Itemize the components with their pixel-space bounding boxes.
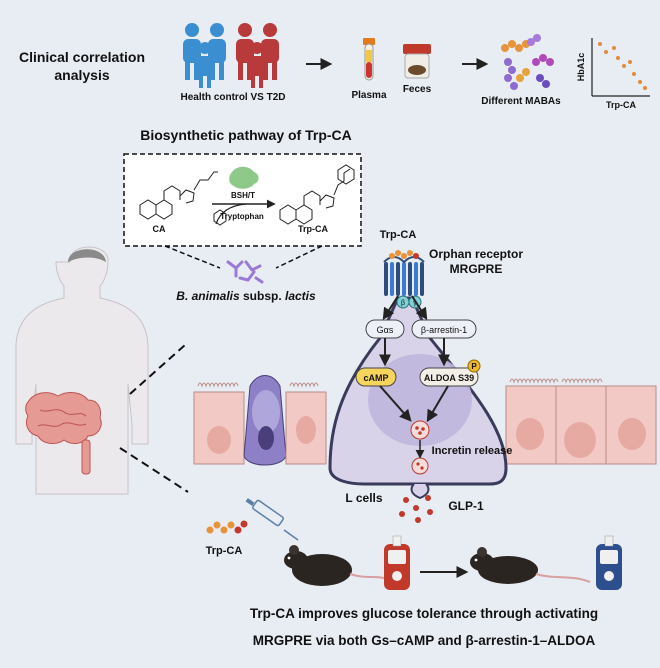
epithelium-middle-left [285,382,327,465]
incretin-label: Incretin release [432,445,513,457]
tryptophan-label: Tryptophan [220,212,264,221]
mabas-molecules-icon [501,34,554,90]
camp-node [355,367,397,387]
trp-ca-product-label: Trp-CA [298,224,328,234]
glucometer-right-icon [596,535,622,590]
mouse-right-icon [470,547,591,584]
g-gamma-label: γ [413,300,417,307]
trp-ca-molecule-icon [206,520,248,534]
syringe-icon [245,498,299,541]
trp-ca-structure-icon [279,164,355,225]
goblet-cell [243,375,287,466]
conclusion-line2: MRGPRE via both Gs–cAMP and β-arrestin-1… [253,633,596,648]
barrestin-label: β-arrestin-1 [421,325,467,335]
pathway-title: Biosynthetic pathway of Trp-CA [140,127,352,143]
conclusion-line1: Trp-CA improves glucose tolerance throug… [250,606,598,621]
ca-structure-icon [139,171,218,220]
health-vs-t2d-label: Health control VS T2D [180,92,285,103]
tryptophan-structure-icon [213,209,227,226]
tryptophan-curve [215,203,247,225]
plasma-label: Plasma [351,90,386,101]
arrow-to-barrestin [411,295,428,321]
glp1-granules [399,483,433,523]
pathway-connector-left [164,245,221,269]
enzyme-blob-icon [229,166,259,189]
bacteria-label: B. animalis subsp. lactis [176,289,316,303]
bacteria-icon [226,260,264,284]
aldoa-label: ALDOA S39 [424,373,474,383]
glucometer-left-icon [384,535,410,590]
mrgpre-receptor-icon [383,256,425,296]
ligand-molecule-icon [389,250,419,259]
pathway-connector-right [275,245,323,269]
ca-label: CA [153,224,166,234]
injection-label: Trp-CA [206,545,243,557]
arrow-to-gas [382,295,399,321]
clinical-title-line2: analysis [54,67,109,83]
mouse-left-icon [284,545,391,586]
feces-label: Feces [403,84,432,95]
zoom-line-lower [119,447,189,493]
enzyme-label: BSH/T [231,191,255,200]
aldoa-node [419,367,479,387]
human-body-icon [15,246,149,495]
plot-ylabel: HbA1c [576,53,586,82]
phospho-label: P [471,362,477,371]
clinical-title-line1: Clinical correlation [19,49,145,65]
glp1-label: GLP-1 [448,499,484,513]
arrow-aldoa-to-release [426,385,449,423]
receptor-label-line1: Orphan receptor [429,247,523,261]
epithelium-left [193,382,245,465]
mabas-label: Different MABAs [481,96,561,107]
arrow-camp-to-release [379,385,412,422]
camp-label: cAMP [363,373,388,383]
correlation-plot-icon [591,38,650,97]
phospho-badge [467,359,481,373]
plot-xlabel: Trp-CA [606,100,636,110]
receptor-label-line2: MRGPRE [450,262,503,276]
ligand-label: Trp-CA [380,229,417,241]
plasma-tube-icon [363,38,375,81]
l-cells-label: L cells [345,491,382,505]
feces-jar-icon [403,44,431,79]
people-icon [183,23,279,88]
incretin-vesicle-icon [410,420,430,475]
epithelium-right [505,378,657,465]
g-beta-label: β [401,300,405,307]
gas-label: Gαs [377,325,394,335]
